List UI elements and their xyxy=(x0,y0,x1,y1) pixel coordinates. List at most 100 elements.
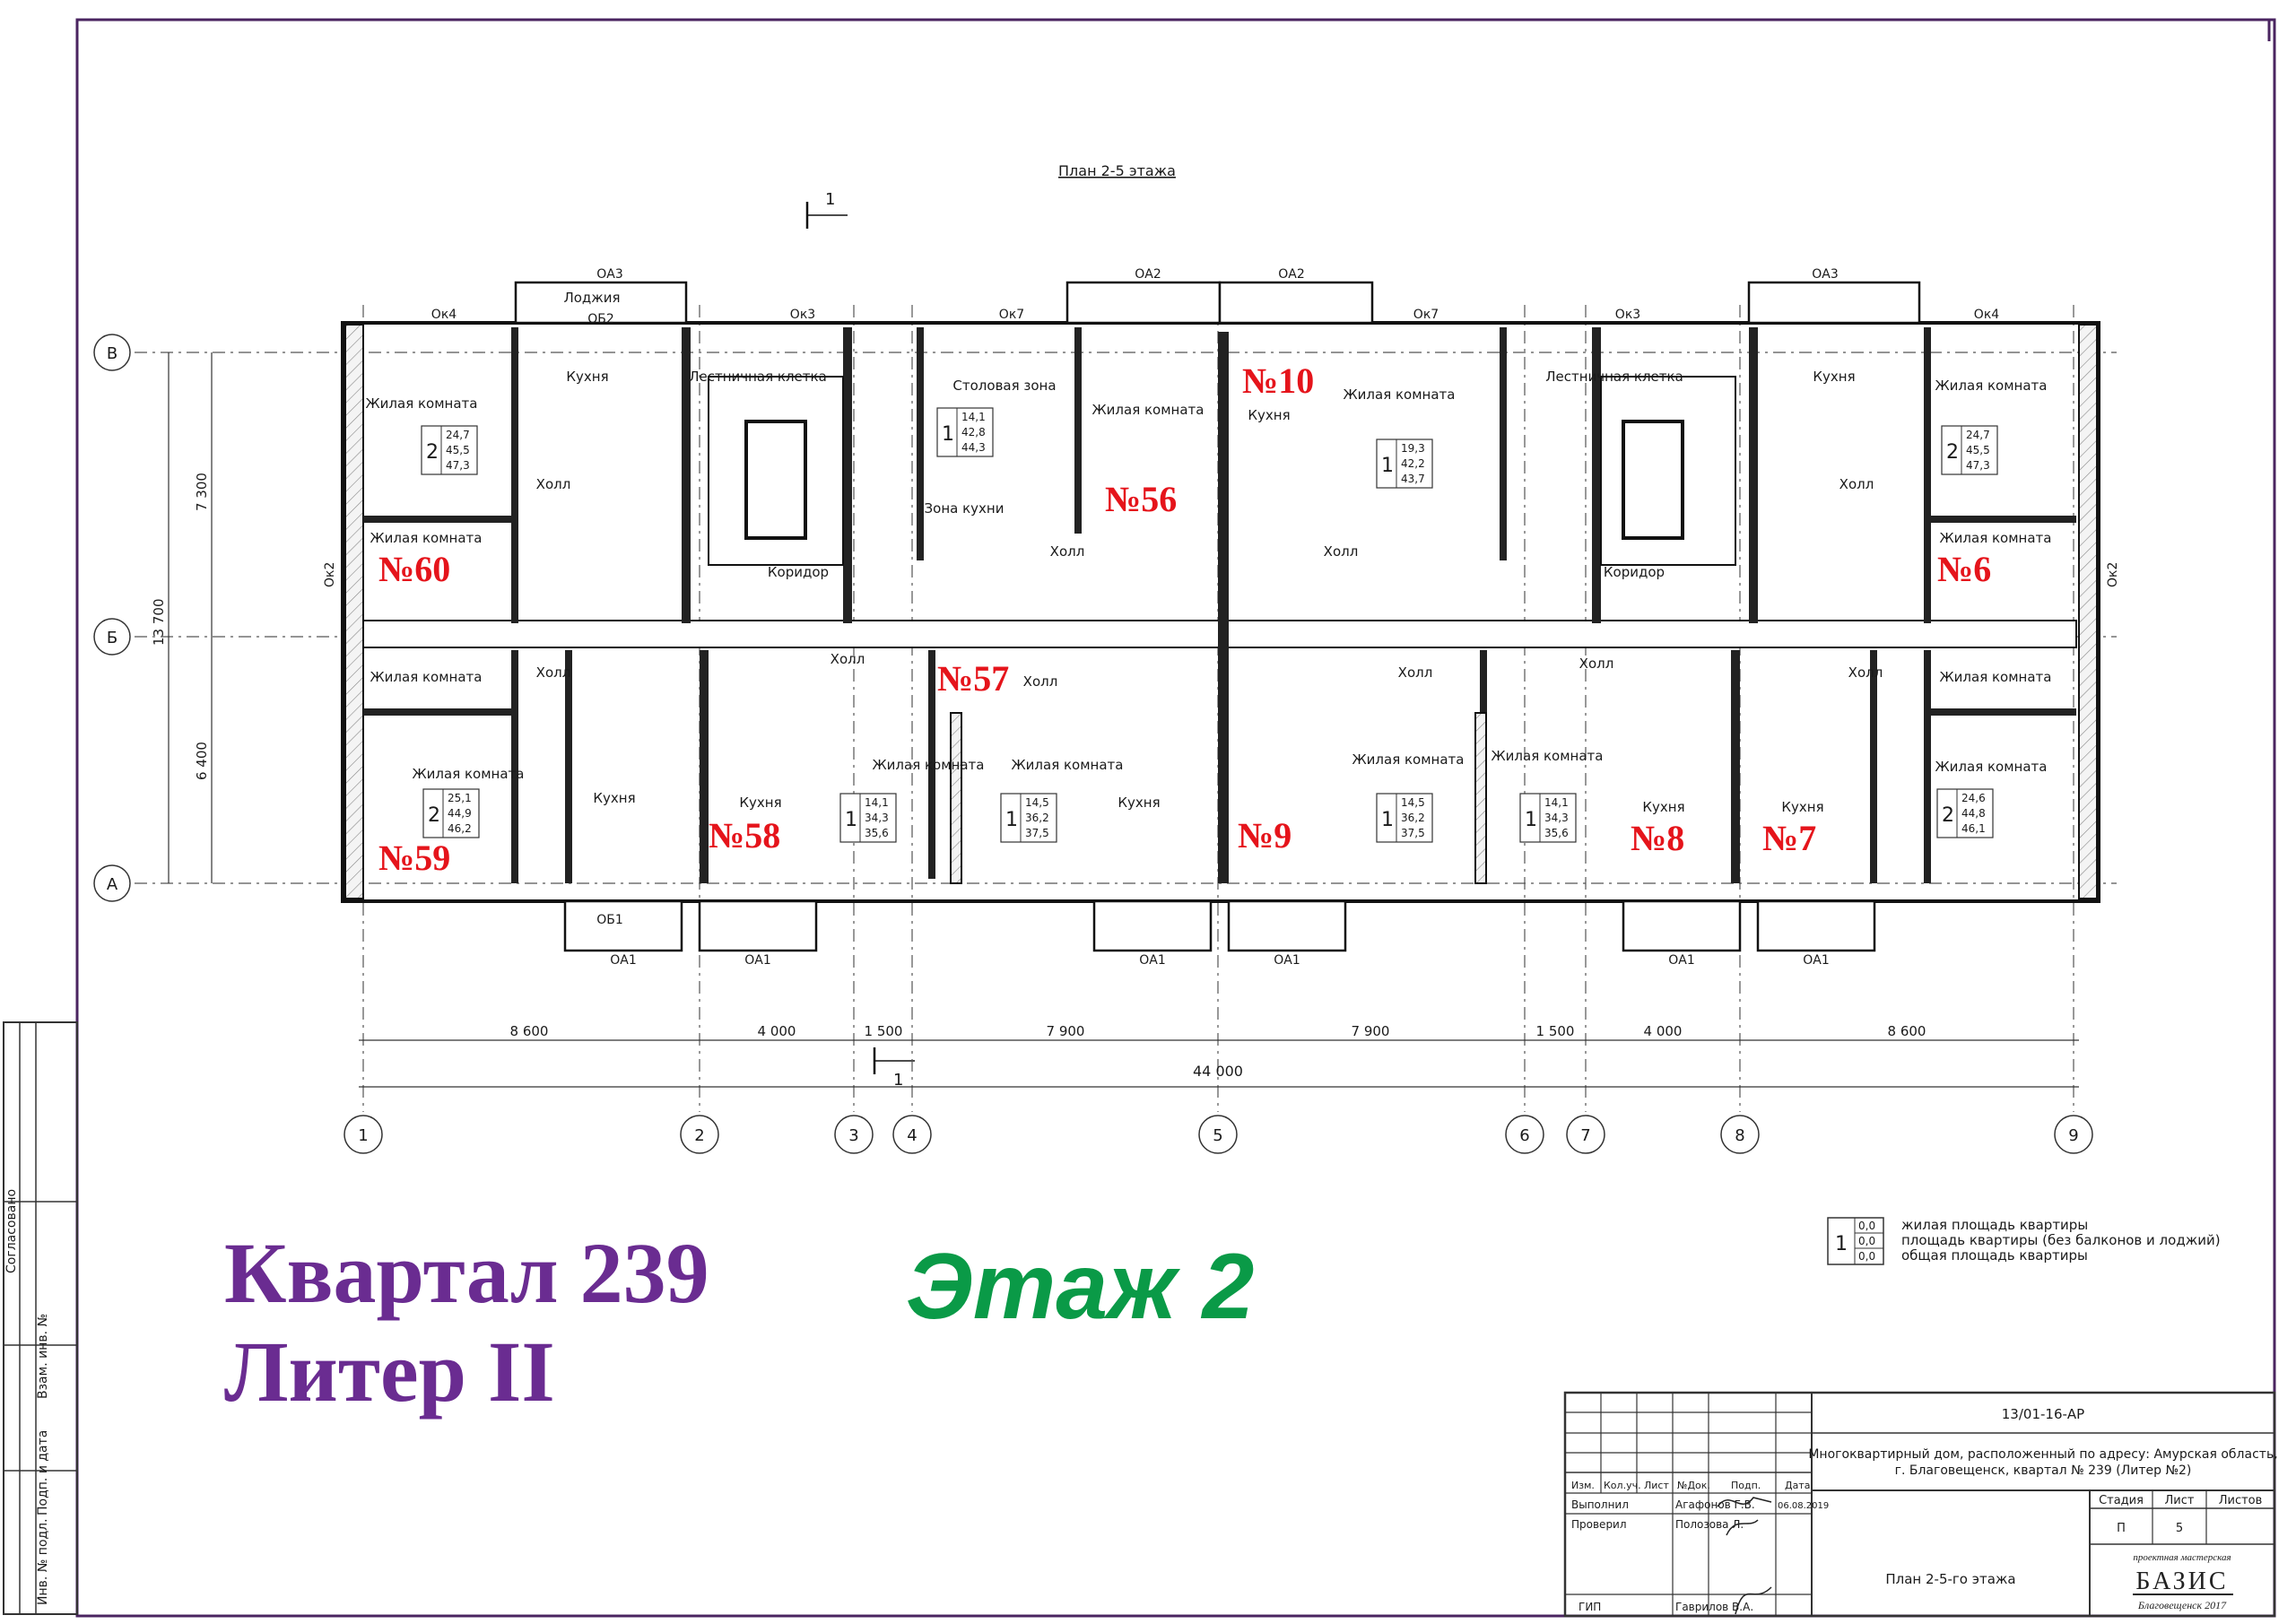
svg-text:ОА1: ОА1 xyxy=(1803,953,1830,968)
area-box: 224,745,547,3 xyxy=(1941,425,1998,475)
svg-text:Стадия: Стадия xyxy=(2099,1494,2144,1507)
svg-text:Жилая комната: Жилая комната xyxy=(413,766,525,782)
overlay-floor: Этаж 2 xyxy=(906,1235,1254,1339)
svg-text:Ок7: Ок7 xyxy=(1413,308,1439,322)
svg-text:Благовещенск 2017: Благовещенск 2017 xyxy=(2137,1599,2227,1611)
svg-text:Жилая комната: Жилая комната xyxy=(1352,751,1465,768)
apartment-number: №59 xyxy=(378,838,450,878)
svg-text:13 700: 13 700 xyxy=(151,599,167,647)
signature-mark xyxy=(1717,1497,1772,1507)
area-box: 114,536,237,5 xyxy=(1000,793,1057,843)
svg-text:ОБ2: ОБ2 xyxy=(587,312,614,326)
stamp-description: Многоквартирный дом, расположенный по ад… xyxy=(1808,1447,2277,1462)
svg-text:Холл: Холл xyxy=(1839,476,1874,492)
area-box: 114,134,335,6 xyxy=(1519,793,1577,843)
stamp-header: Лист xyxy=(1644,1480,1669,1491)
horizontal-dimensions: 8 600 4 000 1 500 7 900 7 900 1 500 4 00… xyxy=(359,1023,2079,1088)
svg-text:4: 4 xyxy=(907,1126,917,1145)
svg-text:0,0: 0,0 xyxy=(1858,1235,1875,1247)
signature-mark xyxy=(1735,1586,1772,1615)
svg-text:Проверил: Проверил xyxy=(1571,1518,1627,1531)
svg-text:площадь квартиры (без балконов: площадь квартиры (без балконов и лоджий) xyxy=(1901,1232,2221,1248)
svg-text:7: 7 xyxy=(1580,1126,1590,1145)
vertical-dimensions: 7 300 13 700 6 400 xyxy=(151,352,213,883)
svg-text:1: 1 xyxy=(893,1071,903,1090)
svg-text:Гаврилов В.А.: Гаврилов В.А. xyxy=(1675,1601,1753,1613)
svg-text:Кухня: Кухня xyxy=(1118,795,1160,811)
svg-text:Ок4: Ок4 xyxy=(1974,308,1999,322)
section-mark-bottom: 1 xyxy=(873,1047,915,1090)
svg-text:Кухня: Кухня xyxy=(739,795,781,811)
svg-text:Столовая зона: Столовая зона xyxy=(952,378,1056,394)
svg-text:Ок7: Ок7 xyxy=(999,308,1024,322)
svg-text:Агафонов Г.В.: Агафонов Г.В. xyxy=(1675,1498,1755,1511)
area-box-value: 36,2 xyxy=(1401,812,1425,824)
svg-text:1 500: 1 500 xyxy=(1536,1023,1575,1039)
svg-text:Холл: Холл xyxy=(1324,543,1359,560)
svg-text:7 900: 7 900 xyxy=(1047,1023,1085,1039)
area-box-rooms: 1 xyxy=(1381,809,1394,831)
area-box-rooms: 1 xyxy=(942,423,954,446)
apartment-number: №7 xyxy=(1762,818,1816,858)
area-box-rooms: 2 xyxy=(1946,441,1959,464)
area-box-value: 46,1 xyxy=(1961,822,1986,835)
apartment-number: №57 xyxy=(937,658,1009,699)
side-label: Подп. и дата xyxy=(36,1430,50,1515)
svg-text:1 500: 1 500 xyxy=(865,1023,903,1039)
area-box-value: 43,7 xyxy=(1401,473,1425,485)
svg-text:ОА1: ОА1 xyxy=(1668,953,1695,968)
area-box-value: 34,3 xyxy=(1544,812,1569,824)
area-box-value: 34,3 xyxy=(865,812,889,824)
column-axis-markers: 1 2 3 4 5 6 7 8 9 xyxy=(344,1115,2093,1154)
area-box-value: 14,1 xyxy=(1544,796,1569,809)
svg-text:Ок2: Ок2 xyxy=(323,562,337,587)
svg-text:ОА2: ОА2 xyxy=(1278,267,1305,282)
svg-text:ОА2: ОА2 xyxy=(1135,267,1161,282)
area-box-value: 25,1 xyxy=(448,792,472,804)
apartment-number: №6 xyxy=(1937,549,1991,589)
svg-text:Коридор: Коридор xyxy=(1604,564,1665,580)
overlay-title-line2: Литер II xyxy=(224,1324,555,1420)
svg-text:8: 8 xyxy=(1735,1126,1744,1145)
svg-text:Жилая комната: Жилая комната xyxy=(366,395,478,412)
svg-text:3: 3 xyxy=(848,1126,858,1145)
svg-text:ОБ1: ОБ1 xyxy=(596,913,623,927)
svg-text:5: 5 xyxy=(1213,1126,1222,1145)
signature-mark xyxy=(1726,1519,1759,1536)
svg-text:5: 5 xyxy=(2176,1522,2183,1535)
svg-text:8 600: 8 600 xyxy=(510,1023,549,1039)
area-boxes: 224,745,547,3114,142,844,3119,342,243,72… xyxy=(421,407,1998,843)
svg-text:Жилая комната: Жилая комната xyxy=(370,530,483,546)
svg-text:Кухня: Кухня xyxy=(566,369,608,385)
plan-title: План 2-5 этажа xyxy=(1058,162,1176,179)
svg-text:Полозова Л.: Полозова Л. xyxy=(1675,1518,1744,1531)
area-legend: 1 0,0 0,0 0,0 жилая площадь квартиры пло… xyxy=(1827,1217,2221,1265)
area-box: 224,745,547,3 xyxy=(421,425,478,475)
row-axis-markers: В Б А xyxy=(93,334,131,902)
svg-text:0,0: 0,0 xyxy=(1858,1220,1875,1232)
stamp-code: 13/01-16-АР xyxy=(2002,1406,2084,1422)
firm-logo: БАЗИС xyxy=(2135,1568,2228,1595)
svg-text:Кухня: Кухня xyxy=(1248,407,1290,423)
svg-text:7 900: 7 900 xyxy=(1352,1023,1390,1039)
svg-text:Кухня: Кухня xyxy=(1781,799,1823,815)
stamp-header: Изм. xyxy=(1571,1480,1595,1491)
section-mark-top: 1 xyxy=(805,190,848,229)
building-walls xyxy=(341,281,2100,952)
stamp-header: Дата xyxy=(1785,1480,1810,1491)
apartment-number: №56 xyxy=(1105,479,1177,519)
svg-text:ОА1: ОА1 xyxy=(1274,953,1300,968)
overlay-title-line1: Квартал 239 xyxy=(224,1225,709,1321)
svg-text:Зона кухни: Зона кухни xyxy=(925,500,1004,517)
area-box-value: 42,8 xyxy=(961,426,986,439)
svg-text:9: 9 xyxy=(2068,1126,2078,1145)
svg-text:Холл: Холл xyxy=(1848,664,1883,681)
svg-text:Кухня: Кухня xyxy=(1813,369,1855,385)
svg-text:Холл: Холл xyxy=(536,476,571,492)
svg-text:Ок3: Ок3 xyxy=(790,308,815,322)
svg-text:Листов: Листов xyxy=(2219,1494,2263,1507)
area-box: 114,536,237,5 xyxy=(1376,793,1433,843)
room-labels: Жилая комната Жилая комната Жилая комнат… xyxy=(366,290,2052,815)
apartment-number: №8 xyxy=(1631,818,1684,858)
